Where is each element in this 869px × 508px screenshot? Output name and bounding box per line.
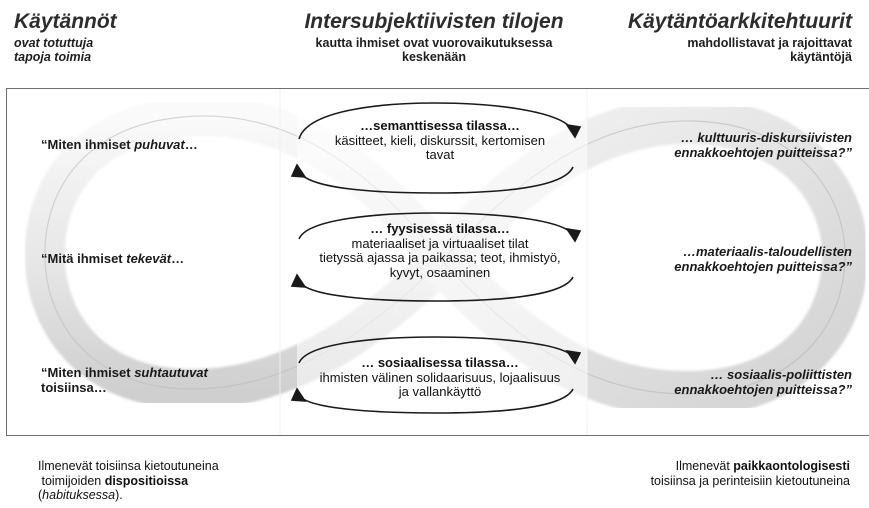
semantic-space-line2: tavat <box>425 147 455 162</box>
infinity-loop-graphic <box>24 89 869 435</box>
footer-dispositions-keyword: dispositioissa <box>104 473 189 488</box>
header-architectures-sub2: käytäntöjä <box>790 50 852 64</box>
infinity-right-lobe-edge <box>441 120 846 395</box>
cycle-arrow-physical <box>290 212 582 302</box>
row-semantic-question-verb: puhuvat <box>134 137 185 152</box>
header-practices-sub2: tapoja toimia <box>14 50 92 64</box>
row-social-question: “Miten ihmiset suhtautuvat toisiinsa… <box>41 365 208 395</box>
semantic-space-line1: käsitteet, kieli, diskurssit, kertomisen <box>334 132 546 148</box>
physical-space-line3: kyvyt, osaaminen <box>389 264 491 280</box>
row-physical-question-end: … <box>171 251 185 266</box>
footer-site-ontology-line2: toisiinsa ja perinteisiin kietoutuneina <box>650 473 850 488</box>
social-space-line2: ja vallankäyttö <box>398 384 482 399</box>
social-space-line1: ihmisten välinen solidaarisuus, lojaalis… <box>319 369 561 385</box>
footer-habitus-open: ( <box>38 488 43 502</box>
row-physical-question-start: “Mitä ihmiset <box>41 251 127 266</box>
social-political-block: … sosiaalis-poliittisten ennakkoehtojen … <box>607 367 852 397</box>
footer-habitus-close: ). <box>115 488 123 502</box>
center-text-backdrop <box>297 99 587 425</box>
header-intersubjective-sub1: kautta ihmiset ovat vuorovaikutuksessa <box>315 36 553 50</box>
cultural-discursive-line2: ennakkoehtojen puitteissa?” <box>674 145 852 160</box>
material-economic-line2: ennakkoehtojen puitteissa?” <box>674 259 852 274</box>
footer-site-ontology: Ilmenevät paikkaontologisesti toisiinsa … <box>560 459 850 488</box>
header-intersubjective-title: Intersubjektiivisten tilojen <box>304 10 564 33</box>
footer-dispositions-line2-start: toimijoiden <box>38 473 105 488</box>
social-space-title: … sosiaalisessa tilassa… <box>361 355 519 370</box>
footer-dispositions: Ilmenevät toisiinsa kietoutuneina toimij… <box>38 459 219 503</box>
row-physical-question-verb: tekevät <box>126 251 172 266</box>
header-architectures-sub1: mahdollistavat ja rajoittavat <box>687 36 852 50</box>
header-architectures-title: Käytäntöarkkitehtuurit <box>627 10 852 33</box>
header-practices-title: Käytännöt <box>14 10 117 33</box>
material-economic-line1: …materiaalis-taloudellisten <box>682 244 852 259</box>
row-semantic-question-end: … <box>184 137 198 152</box>
row-semantic-question: “Miten ihmiset puhuvat… <box>41 137 198 152</box>
row-semantic-question-start: “Miten ihmiset <box>41 137 135 152</box>
cycle-arrow-social <box>290 336 582 414</box>
header-intersubjective-sub2: keskenään <box>402 50 466 64</box>
footer-dispositions-line1: Ilmenevät toisiinsa kietoutuneina <box>38 459 219 473</box>
physical-space-block: … fyysisessä tilassa… materiaaliset ja v… <box>295 221 585 280</box>
social-space-block: … sosiaalisessa tilassa… ihmisten väline… <box>295 355 585 400</box>
row-physical-question: “Mitä ihmiset tekevät… <box>41 251 184 266</box>
social-political-line1: … sosiaalis-poliittisten <box>710 367 852 382</box>
cultural-discursive-line1: … kulttuuris-diskursiivisten <box>680 130 852 145</box>
cultural-discursive-block: … kulttuuris-diskursiivisten ennakkoehto… <box>607 130 852 160</box>
row-social-question-start: “Miten ihmiset <box>41 365 135 380</box>
material-economic-block: …materiaalis-taloudellisten ennakkoehtoj… <box>607 244 852 274</box>
header-practices-sub1: ovat totuttuja <box>14 36 94 50</box>
physical-space-title: … fyysisessä tilassa… <box>370 221 510 236</box>
diagram-frame: “Miten ihmiset puhuvat… …semanttisessa t… <box>6 88 869 436</box>
row-social-question-line2: toisiinsa… <box>41 380 107 395</box>
semantic-space-title: …semanttisessa tilassa… <box>360 118 520 133</box>
footer-site-ontology-keyword: paikkaontologisesti <box>733 459 850 473</box>
header-practices: Käytännöt ovat totuttuja tapoja toimia <box>14 10 117 65</box>
row-social-question-verb: suhtautuvat <box>134 365 208 380</box>
physical-space-line1: materiaaliset ja virtuaaliset tilat <box>351 235 529 251</box>
physical-space-line2: tietyssä ajassa ja paikassa; teot, ihmis… <box>319 250 561 265</box>
header-architectures: Käytäntöarkkitehtuurit mahdollistavat ja… <box>576 10 852 65</box>
social-political-line2: ennakkoehtojen puitteissa?” <box>674 382 852 397</box>
semantic-space-block: …semanttisessa tilassa… käsitteet, kieli… <box>295 118 585 163</box>
infinity-left-lobe-edge <box>44 115 443 390</box>
footer-site-ontology-start: Ilmenevät <box>675 459 734 473</box>
footer-habitus-term: habituksessa <box>42 488 116 502</box>
header-intersubjective: Intersubjektiivisten tilojen kautta ihmi… <box>269 10 599 65</box>
cycle-arrow-semantic <box>290 102 582 194</box>
